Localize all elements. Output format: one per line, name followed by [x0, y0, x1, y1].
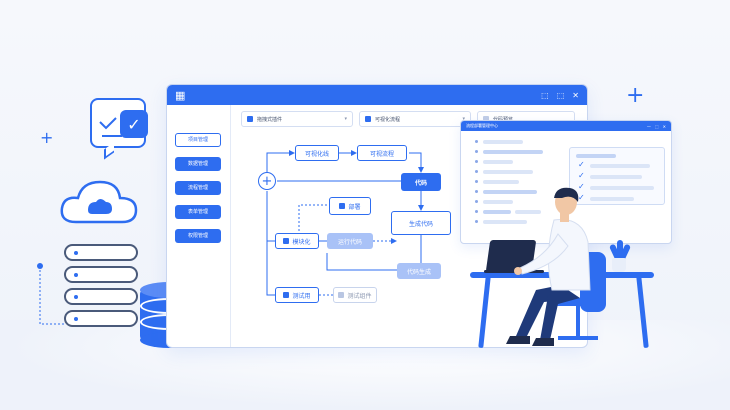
flow-node-test-component[interactable]: 测试组件 [333, 287, 377, 303]
person-illustration [506, 187, 606, 346]
sidebar-item-flow[interactable]: 流程管理 [175, 181, 221, 195]
flow-node-module[interactable]: 模块化 [275, 233, 319, 249]
panel-titlebar: 流程部署管理中心 — ⬚ ✕ [461, 121, 671, 131]
connector-line [37, 263, 64, 325]
check-icon: ✓ [578, 160, 585, 169]
sidebar: 项目管理 数据管理 流程管理 表单管理 权限管理 [167, 105, 231, 347]
test-icon [283, 292, 290, 298]
sidebar-item-form[interactable]: 表单管理 [175, 205, 221, 219]
check-icon: ✓ [578, 171, 585, 180]
panel-title: 流程部署管理中心 [466, 123, 498, 128]
node-label: 测试用 [292, 292, 311, 300]
node-label: 部署 [348, 203, 361, 211]
flow-node-visual-line[interactable]: 可视化线 [295, 145, 339, 161]
toolbar-flow-dropdown[interactable]: 可视化流程 ▾ [359, 111, 471, 127]
window-control-close[interactable]: ✕ [662, 123, 666, 129]
shield-icon [339, 203, 346, 209]
node-label: 测试组件 [347, 292, 372, 300]
flow-node-generate-code[interactable]: 生成代码 [391, 211, 451, 235]
check-icon: ✓ [578, 193, 585, 202]
window-control-minimize[interactable]: — [646, 123, 651, 129]
plugin-icon [247, 116, 253, 122]
deploy-panel-window: 流程部署管理中心 — ⬚ ✕ ✓ ✓ ✓ ✓ [460, 120, 672, 244]
check-icon: ✓ [578, 182, 585, 191]
window-titlebar: ▦ ⬚ ⬚ ✕ [167, 85, 587, 105]
toolbar-label: 代码预览 [493, 116, 513, 123]
flow-node-output[interactable]: 代码生成 [397, 263, 441, 279]
window-control-close[interactable]: ✕ [572, 90, 579, 100]
flow-node-visual-flow[interactable]: 可视流程 [357, 145, 407, 161]
flow-node-code[interactable]: 代码 [401, 173, 441, 191]
flow-node-run-code[interactable]: 运行代码 [327, 233, 373, 249]
flow-icon [365, 116, 371, 122]
code-icon [483, 116, 489, 122]
node-label: 模块化 [292, 238, 311, 246]
flow-connectors [266, 150, 424, 296]
component-icon [338, 292, 345, 298]
window-control-maximize[interactable]: ⬚ [556, 90, 565, 100]
checklist-card: ✓ ✓ ✓ ✓ [569, 147, 665, 205]
window-control-minimize[interactable]: ⬚ [541, 90, 549, 100]
toolbar-label: 拖拽式插件 [257, 116, 283, 123]
chevron-down-icon: ▾ [462, 116, 465, 122]
laptop-base [484, 270, 544, 273]
cloud-icon [60, 180, 138, 224]
sparkle-plus-icon: + [626, 83, 645, 108]
sparkle-plus-icon: + [40, 128, 54, 147]
add-node-button[interactable]: + [258, 172, 276, 190]
toolbar-plugin-dropdown[interactable]: 拖拽式插件 ▾ [241, 111, 353, 127]
module-icon [283, 238, 290, 244]
check-icon: ✓ [120, 110, 148, 138]
sidebar-item-permission[interactable]: 权限管理 [175, 229, 221, 243]
flow-canvas[interactable]: + 可视化线 可视流程 代码 部署 生成代码 模块化 运行代码 代码生成 测试用… [241, 135, 576, 335]
sidebar-item-project[interactable]: 项目管理 [175, 133, 221, 147]
flow-node-test[interactable]: 测试用 [275, 287, 319, 303]
flow-node-deploy[interactable]: 部署 [329, 197, 371, 215]
window-control-maximize[interactable]: ⬚ [654, 123, 659, 129]
toolbar-label: 可视化流程 [375, 116, 401, 123]
sidebar-item-data[interactable]: 数据管理 [175, 157, 221, 171]
chevron-down-icon: ▾ [344, 116, 347, 122]
grid-icon[interactable]: ▦ [175, 88, 186, 102]
